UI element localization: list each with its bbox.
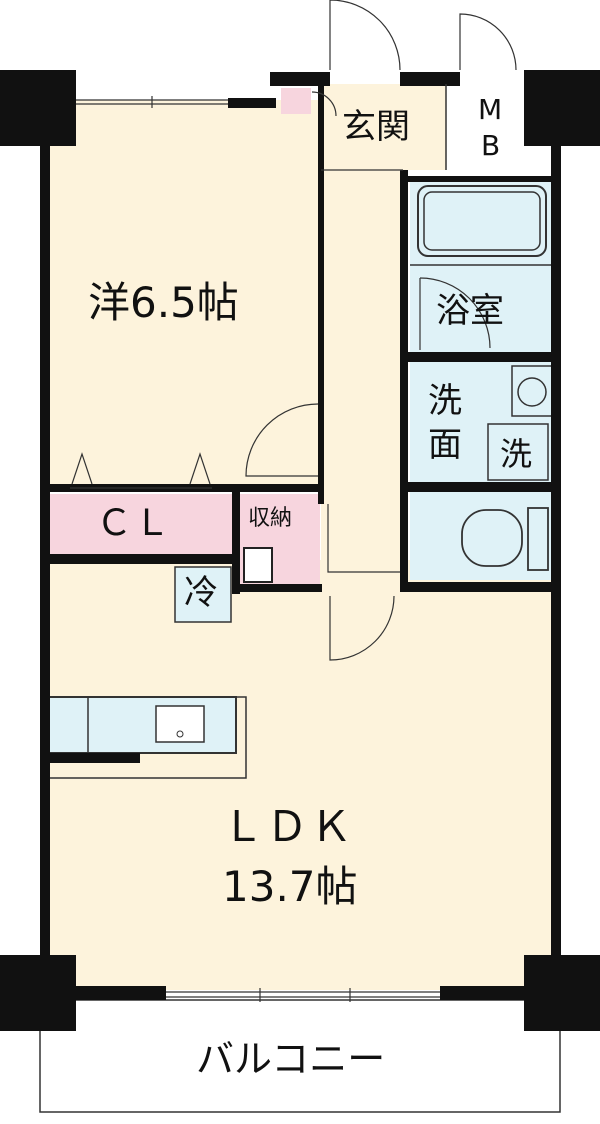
ldk-size-label: 13.7帖: [222, 862, 358, 911]
washroom-label-2: 面: [428, 425, 462, 465]
hallway-floor: [321, 170, 403, 590]
washroom-label-1: 洗: [428, 381, 462, 421]
fridge-label: 冷: [184, 573, 218, 613]
bath-label: 浴室: [436, 291, 504, 331]
fridge-spot: [174, 566, 232, 623]
bathtub: [417, 185, 547, 257]
western-room-label: 洋6.5帖: [88, 278, 239, 327]
ldk-label: ＬＤＫ: [222, 802, 355, 851]
bathtub-inner: [423, 191, 541, 251]
entrance-floor: [321, 84, 446, 170]
washer-spot: [487, 423, 549, 481]
mb-label-top: M: [478, 93, 503, 126]
washer-label: 洗: [500, 435, 533, 473]
storage-inner: [243, 547, 273, 583]
entrance-label: 玄関: [342, 107, 410, 147]
entrance-pink-block: [281, 88, 311, 114]
balcony-label: バルコニー: [196, 1037, 386, 1081]
closet-floor: [46, 494, 232, 554]
storage-label: 収納: [248, 506, 293, 531]
balcony-area: [39, 999, 561, 1113]
western-room-floor: [46, 100, 321, 490]
closet-label: ＣＬ: [96, 503, 173, 544]
ldk-floor: [46, 560, 556, 990]
kitchen-sink: [155, 705, 205, 743]
kitchen-counter: [45, 696, 237, 754]
mb-label-bottom: B: [481, 129, 501, 162]
